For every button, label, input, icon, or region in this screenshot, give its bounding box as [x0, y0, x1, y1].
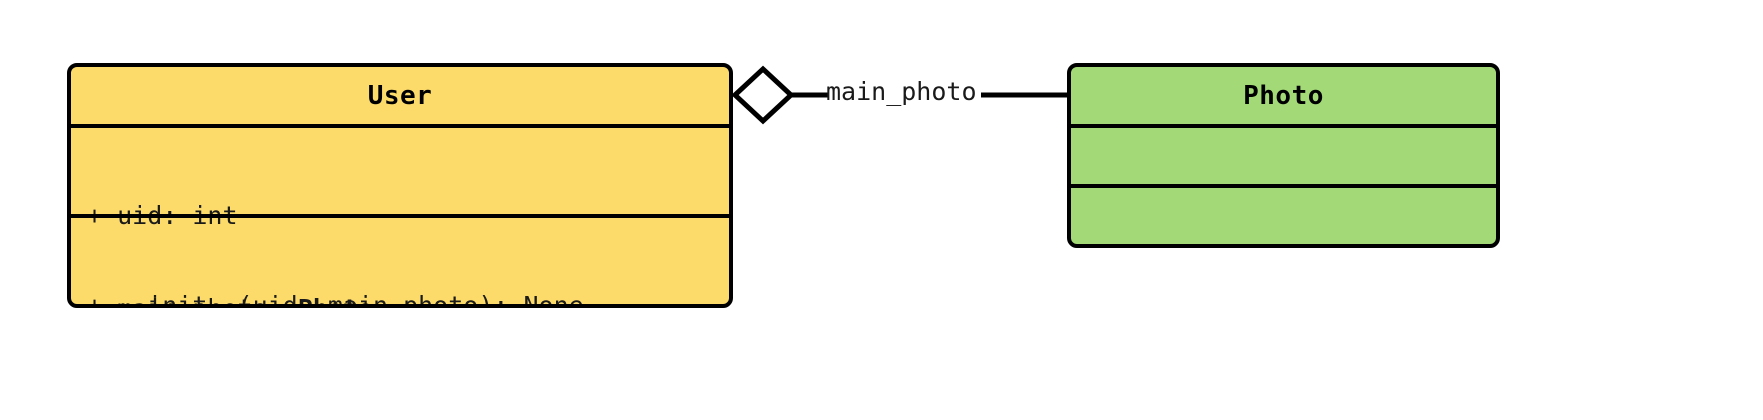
uml-class-photo-methods	[1071, 184, 1496, 244]
relationship-label-main-photo: main_photo	[826, 77, 977, 106]
attribute-main-photo-prefix: + main_photo:	[87, 294, 298, 304]
uml-class-photo-attributes	[1071, 124, 1496, 184]
uml-class-user-methods: + __init__(uid, main_photo): None	[71, 214, 729, 304]
method-init: + __init__(uid, main_photo): None	[87, 291, 584, 308]
uml-class-user-attributes: + uid: int + main_photo: Photo	[71, 124, 729, 304]
uml-class-user-title: User	[367, 80, 433, 111]
attribute-main-photo: + main_photo: Photo	[87, 293, 713, 304]
uml-class-user[interactable]: User + uid: int + main_photo: Photo + __…	[67, 63, 733, 308]
aggregation-diamond-icon	[733, 65, 795, 125]
relationship-user-photo[interactable]	[733, 63, 1067, 143]
uml-class-photo[interactable]: Photo	[1067, 63, 1500, 248]
attribute-main-photo-type: Photo	[298, 294, 373, 304]
uml-class-photo-title: Photo	[1243, 80, 1324, 111]
